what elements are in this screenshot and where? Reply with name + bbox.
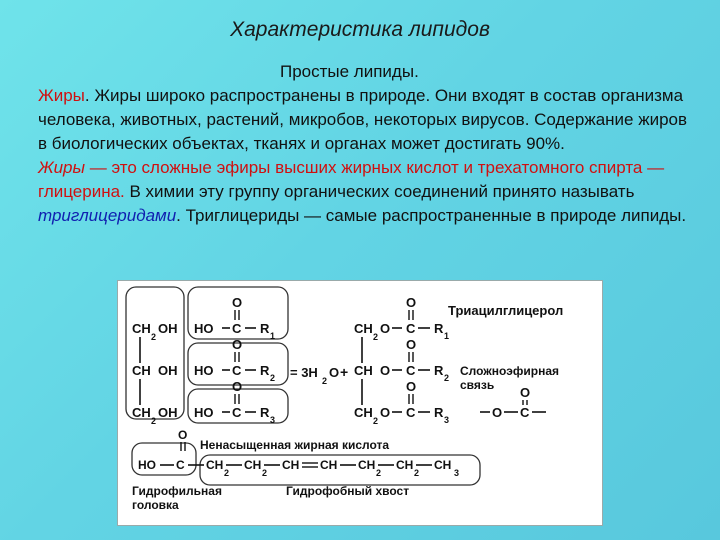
glycerol-ch2-bottom: CH: [132, 405, 151, 420]
label-ester-bond-2: связь: [460, 378, 494, 392]
formula-atom-label: O: [520, 385, 530, 400]
formula-atom-label: O: [232, 379, 242, 394]
fatty-acid-box-1: [187, 286, 289, 340]
formula-atom-label: R: [434, 363, 444, 378]
formula-atom-label: O: [492, 405, 502, 420]
formula-atom-label: O: [380, 363, 390, 378]
term-fats-definition: Жиры: [38, 158, 86, 177]
label-hydrophilic-1: Гидрофильная: [132, 484, 222, 498]
label-unsaturated-acid: Ненасыщенная жирная кислота: [200, 438, 389, 452]
formula-atom-label: R: [260, 405, 270, 420]
glycerol-box: [125, 286, 185, 420]
formula-atom-label: O: [406, 379, 416, 394]
formula-atom-label: O: [329, 365, 339, 380]
formula-atom-label: HO: [194, 321, 214, 336]
formula-atom-label: 3: [270, 415, 275, 425]
formula-atom-label: 2: [224, 468, 229, 478]
formula-atom-label: R: [260, 321, 270, 336]
formula-atom-label: CH: [354, 363, 373, 378]
formula-atom-label: O: [178, 428, 187, 442]
formula-atom-label: O: [406, 295, 416, 310]
formula-atom-label: C: [232, 405, 242, 420]
triglyceride-formation-diagram: CH 2 OH CH OH CH 2 OH HO C O R 1 HO C O …: [117, 280, 603, 526]
formula-atom-label: C: [520, 405, 530, 420]
formula-atom-label: CH: [358, 458, 375, 472]
formula-atom-label: HO: [194, 405, 214, 420]
formula-atom-label: 2: [414, 468, 419, 478]
fatty-acid-box-3: [187, 388, 289, 424]
formula-atom-label: CH: [320, 458, 337, 472]
formula-atom-label: CH: [244, 458, 261, 472]
formula-atom-label: 2: [270, 373, 275, 383]
formula-atom-label: 2: [262, 468, 267, 478]
formula-atom-label: R: [434, 405, 444, 420]
formula-atom-label: CH: [354, 321, 373, 336]
formula-atom-label: C: [232, 363, 242, 378]
hydrophobic-tail-box: [199, 454, 481, 486]
formula-atom-label: CH: [396, 458, 413, 472]
formula-atom-label: 3: [444, 415, 449, 425]
term-triglycerides: триглицеридами: [38, 206, 177, 225]
formula-atom-label: C: [406, 405, 416, 420]
formula-atom-label: C: [176, 458, 185, 472]
paragraph-2a: В химии эту группу органических соединен…: [124, 182, 635, 201]
formula-atom-label: 2: [373, 332, 378, 342]
formula-atom-label: 1: [444, 331, 449, 341]
body-text: Жиры. Жиры широко распространены в приро…: [38, 84, 698, 228]
formula-atom-label: O: [406, 337, 416, 352]
formula-atom-label: 2: [444, 373, 449, 383]
formula-atom-label: 2: [376, 468, 381, 478]
formula-atom-label: CH: [206, 458, 223, 472]
formula-atom-label: 2: [322, 376, 327, 386]
formula-atom-label: O: [232, 337, 242, 352]
tail-ch3: CH: [434, 458, 451, 472]
formula-atom-label: O: [232, 295, 242, 310]
formula-atom-label: C: [232, 321, 242, 336]
formula-atom-label: OH: [158, 363, 178, 378]
label-ester-bond-1: Сложноэфирная: [460, 364, 559, 378]
paragraph-2b: . Триглицериды — самые распространенные …: [176, 206, 687, 225]
formula-atom-label: C: [406, 321, 416, 336]
label-triacylglycerol: Триацилглицерол: [448, 303, 563, 318]
section-subtitle: Простые липиды.: [280, 62, 419, 81]
formula-atom-label: R: [260, 363, 270, 378]
formula-atom-label: OH: [158, 321, 178, 336]
formula-atom-label: O: [380, 321, 390, 336]
slide-title: Характеристика липидов: [230, 18, 490, 41]
formula-atom-label: HO: [138, 458, 156, 472]
formula-atom-label: 3: [454, 468, 459, 478]
formula-atom-label: 2: [373, 416, 378, 426]
formula-atom-label: +: [340, 364, 348, 380]
term-fats: Жиры: [38, 86, 85, 105]
formula-atom-label: CH: [354, 405, 373, 420]
label-hydrophobic-tail: Гидрофобный хвост: [286, 484, 409, 498]
fats-definition: — это сложные эфиры высших жирных кислот…: [38, 158, 665, 201]
formula-atom-label: R: [434, 321, 444, 336]
formula-atom-label: 1: [270, 331, 275, 341]
formula-atom-label: O: [380, 405, 390, 420]
formula-atom-label: 2: [151, 332, 156, 342]
formula-atom-label: 2: [151, 416, 156, 426]
glycerol-ch: CH: [132, 363, 151, 378]
formula-atom-label: C: [406, 363, 416, 378]
water-equation: = 3H: [290, 365, 318, 380]
formula-atom-label: HO: [194, 363, 214, 378]
fatty-acid-box-2: [187, 342, 289, 386]
label-hydrophilic-2: головка: [132, 498, 179, 512]
paragraph-1: . Жиры широко распространены в природе. …: [38, 86, 688, 153]
glycerol-ch2-top: CH: [132, 321, 151, 336]
hydrophilic-head-box: [131, 442, 197, 476]
formula-atom-label: OH: [158, 405, 178, 420]
formula-atom-label: CH: [282, 458, 299, 472]
